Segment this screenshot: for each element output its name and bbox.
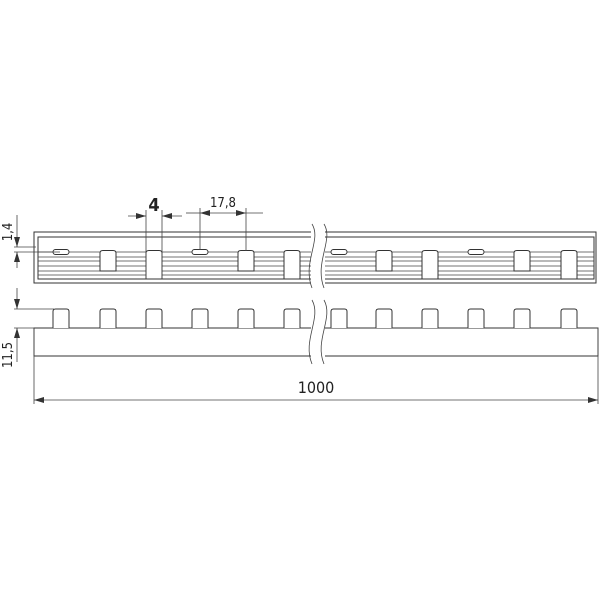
pin-top xyxy=(237,250,255,272)
side-view xyxy=(33,308,599,357)
pin-side xyxy=(560,308,578,328)
dimension-height: 11,5 xyxy=(1,288,54,368)
pin-top xyxy=(375,250,393,272)
dimension-length-label: 1000 xyxy=(298,378,335,397)
pin-side xyxy=(145,308,163,328)
top-view-slots xyxy=(52,249,578,280)
dimension-pitch: 17,8 xyxy=(186,196,263,251)
break-mark xyxy=(308,223,328,365)
dimension-length: 1000 xyxy=(33,328,599,404)
pin-top xyxy=(145,250,163,280)
slot-hole xyxy=(467,249,485,255)
pin-side xyxy=(375,308,393,328)
pin-side xyxy=(99,308,117,328)
pin-top xyxy=(421,250,439,280)
pin-side xyxy=(467,308,485,328)
dimension-pin-width: 4 xyxy=(128,195,182,279)
dimension-thickness-label: 1,4 xyxy=(1,223,16,242)
pin-side xyxy=(237,308,255,328)
pin-top xyxy=(99,250,117,272)
pin-side xyxy=(513,308,531,328)
pin-side xyxy=(191,308,209,328)
dimension-pin-width-label: 4 xyxy=(148,195,159,216)
slot-hole xyxy=(191,249,209,255)
side-view-pins xyxy=(52,308,578,328)
dimension-height-label: 11,5 xyxy=(1,342,16,368)
pin-side xyxy=(283,308,301,328)
pin-side xyxy=(421,308,439,328)
slot-hole xyxy=(330,249,348,255)
pin-side xyxy=(330,308,348,328)
pin-top xyxy=(560,250,578,280)
dimension-pitch-label: 17,8 xyxy=(210,196,236,211)
pin-top xyxy=(283,250,301,280)
pin-side xyxy=(52,308,70,328)
pin-top xyxy=(513,250,531,272)
dimension-thickness: 1,4 xyxy=(1,215,60,268)
